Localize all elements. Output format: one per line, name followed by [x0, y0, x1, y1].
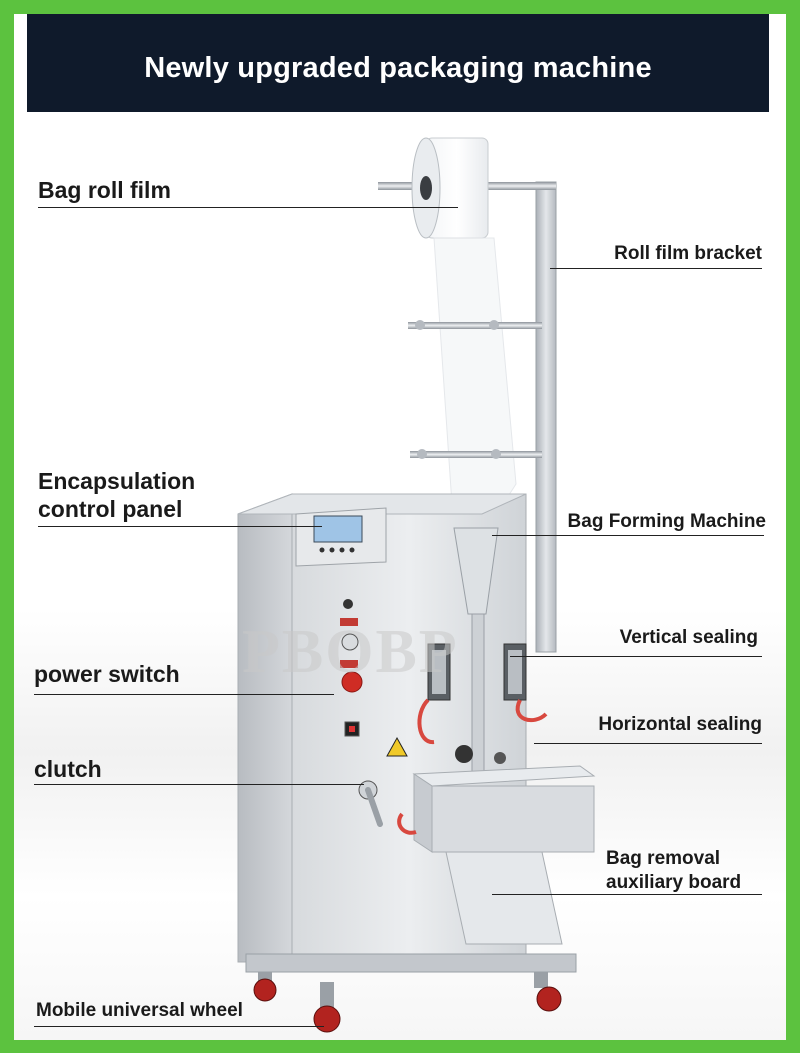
leader-line-bag-forming-machine: [492, 535, 764, 536]
clutch-lever[interactable]: [358, 780, 383, 827]
machine-body-side: [237, 493, 293, 963]
label-power-switch: power switch: [34, 661, 180, 687]
leader-line-bag-roll-film: [38, 207, 458, 208]
roll-film-bracket: [535, 181, 557, 653]
emergency-stop-button[interactable]: [341, 671, 363, 693]
indicator-light: [343, 599, 353, 609]
leader-line-control-panel: [38, 526, 322, 527]
page-title: Newly upgraded packaging machine: [144, 51, 652, 84]
vertical-sealing: [427, 643, 527, 701]
label-bag-removal-line1: Bag removal: [606, 848, 721, 869]
label-bag-roll-film: Bag roll film: [38, 177, 171, 203]
label-control-panel-line2: control panel: [38, 496, 183, 522]
label-vertical-sealing: Vertical sealing: [619, 627, 758, 648]
guide-rod-2: [410, 451, 542, 458]
bag-roll-film: [411, 137, 489, 239]
film-sheet: [433, 237, 517, 535]
warning-icon: [386, 736, 408, 757]
header-banner: Newly upgraded packaging machine: [27, 14, 769, 112]
label-bag-forming-machine: Bag Forming Machine: [567, 511, 766, 532]
horizontal-sealing-roller: [455, 745, 473, 763]
speed-knob[interactable]: [341, 633, 359, 651]
leader-line-clutch: [34, 784, 364, 785]
leader-line-bag-removal: [492, 894, 762, 895]
leader-line-mobile-wheel: [34, 1026, 324, 1027]
main-frame: Newly upgraded packaging machine: [14, 14, 786, 1040]
encapsulation-control-panel: [295, 507, 387, 567]
bag-forming-machine: [453, 527, 499, 775]
leader-line-vertical-sealing: [510, 656, 762, 657]
leader-line-horizontal-sealing: [534, 743, 762, 744]
guide-rod-1: [408, 322, 542, 329]
label-control-panel-line1: Encapsulation: [38, 468, 196, 494]
packaging-machine-illustration: [237, 137, 596, 1033]
mobile-universal-wheel: [253, 972, 562, 1033]
bag-output-box: [412, 765, 596, 853]
label-horizontal-sealing: Horizontal sealing: [598, 714, 762, 735]
machine-base: [245, 953, 577, 973]
bag-removal-auxiliary-board: [445, 851, 563, 945]
label-mobile-wheel: Mobile universal wheel: [36, 1000, 243, 1021]
leader-line-power-switch: [34, 694, 334, 695]
watermark: PBOBP: [242, 618, 459, 686]
label-clutch: clutch: [34, 756, 102, 782]
leader-line-roll-film-bracket: [550, 268, 762, 269]
label-bag-removal-line2: auxiliary board: [606, 872, 742, 893]
label-roll-film-bracket: Roll film bracket: [614, 243, 762, 264]
